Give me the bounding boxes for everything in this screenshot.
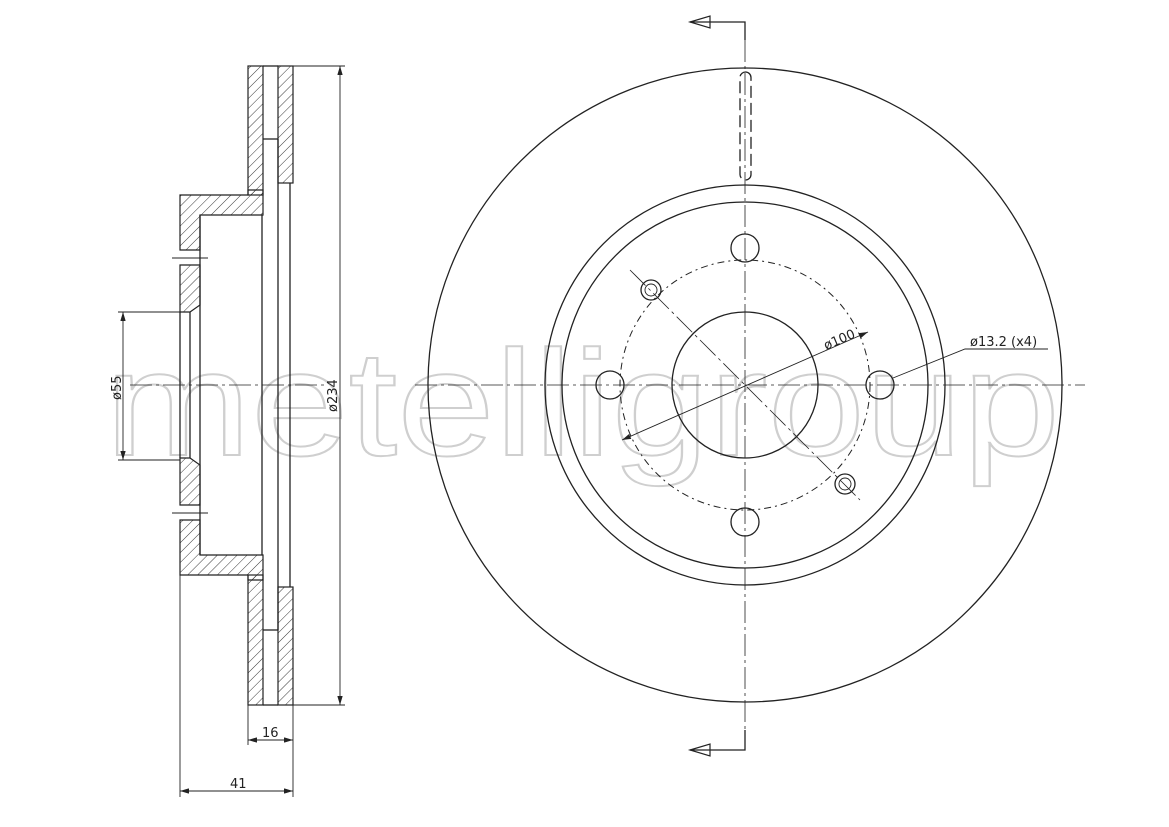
outer-plate-top <box>277 65 294 184</box>
section-arrow-bottom <box>687 743 711 757</box>
hat-top <box>179 189 264 251</box>
outer-diameter-label: ø234 <box>326 379 341 412</box>
locating-hole <box>640 279 662 301</box>
height-label: 41 <box>230 777 247 792</box>
locating-hole <box>834 473 856 495</box>
inner-plate-bottom <box>247 574 264 706</box>
outer-plate-bottom <box>277 586 294 706</box>
hat-bottom <box>179 519 264 581</box>
slot <box>739 71 752 181</box>
front-view: ø100 ø13.2 (x4) <box>415 15 1085 757</box>
inner-plate-top <box>247 65 264 196</box>
bore-diameter-label: ø55 <box>110 376 125 401</box>
section-view: ø55 ø234 16 41 <box>110 65 345 797</box>
hat-wall-bottom <box>179 457 201 506</box>
bolt-hole-label: ø13.2 (x4) <box>970 335 1037 350</box>
hat-wall-top <box>179 264 201 313</box>
section-arrow-top <box>687 15 711 29</box>
watermark-logo: metelligroup <box>105 319 1060 487</box>
thickness-label: 16 <box>262 726 279 741</box>
